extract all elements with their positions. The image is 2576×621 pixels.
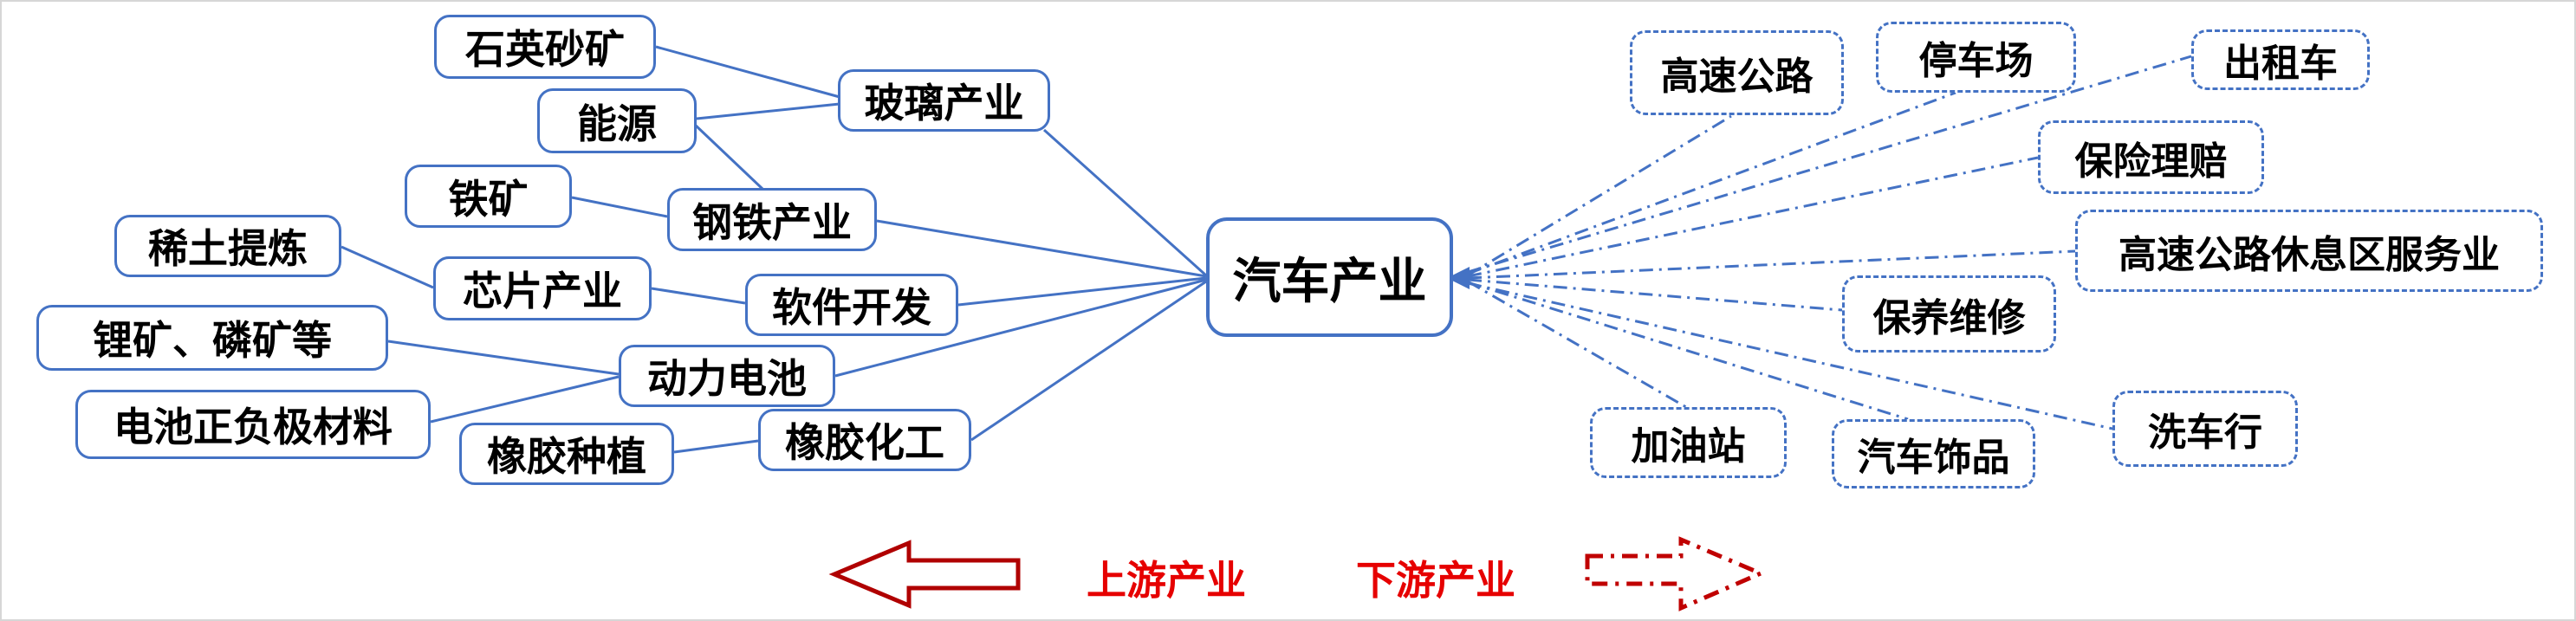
downstream-connectors	[1467, 55, 2192, 430]
node-energy: 能源	[537, 88, 697, 153]
node-rubber-planting: 橡胶种植	[459, 423, 674, 485]
node-rare-earth-refining: 稀土提炼	[114, 215, 341, 277]
node-gas-station: 加油站	[1590, 407, 1787, 478]
node-parking-lot: 停车场	[1876, 22, 2076, 93]
node-maintenance-repair: 保养维修	[1842, 275, 2056, 353]
node-auto-industry: 汽车产业	[1206, 217, 1453, 337]
hub-arrowhead-icon	[1447, 267, 1470, 289]
node-iron-ore: 铁矿	[405, 165, 572, 228]
node-rubber-chemical: 橡胶化工	[758, 409, 971, 471]
upstream-connectors	[341, 45, 1208, 454]
node-chip-industry: 芯片产业	[433, 256, 652, 320]
node-highway-rest-area-services: 高速公路休息区服务业	[2075, 210, 2543, 292]
legend-downstream-arrow-icon	[1585, 536, 1767, 611]
node-software-development: 软件开发	[745, 274, 958, 336]
node-car-accessories: 汽车饰品	[1832, 419, 2035, 488]
node-power-battery: 动力电池	[619, 345, 835, 407]
node-car-wash: 洗车行	[2112, 391, 2298, 467]
node-glass-industry: 玻璃产业	[838, 69, 1050, 132]
legend-upstream-label: 上游产业	[1087, 557, 1246, 604]
node-lithium-phosphate-ore: 锂矿、磷矿等	[36, 305, 388, 371]
legend-downstream-label: 下游产业	[1356, 557, 1515, 604]
legend-upstream-arrow-icon	[828, 540, 1021, 609]
node-steel-industry: 钢铁产业	[667, 188, 877, 251]
node-taxi: 出租车	[2191, 29, 2370, 90]
node-quartz-sand-mine: 石英砂矿	[434, 15, 656, 79]
node-battery-electrode-materials: 电池正负极材料	[75, 390, 431, 459]
node-highway: 高速公路	[1630, 30, 1844, 115]
node-insurance-claims: 保险理赔	[2038, 120, 2264, 194]
